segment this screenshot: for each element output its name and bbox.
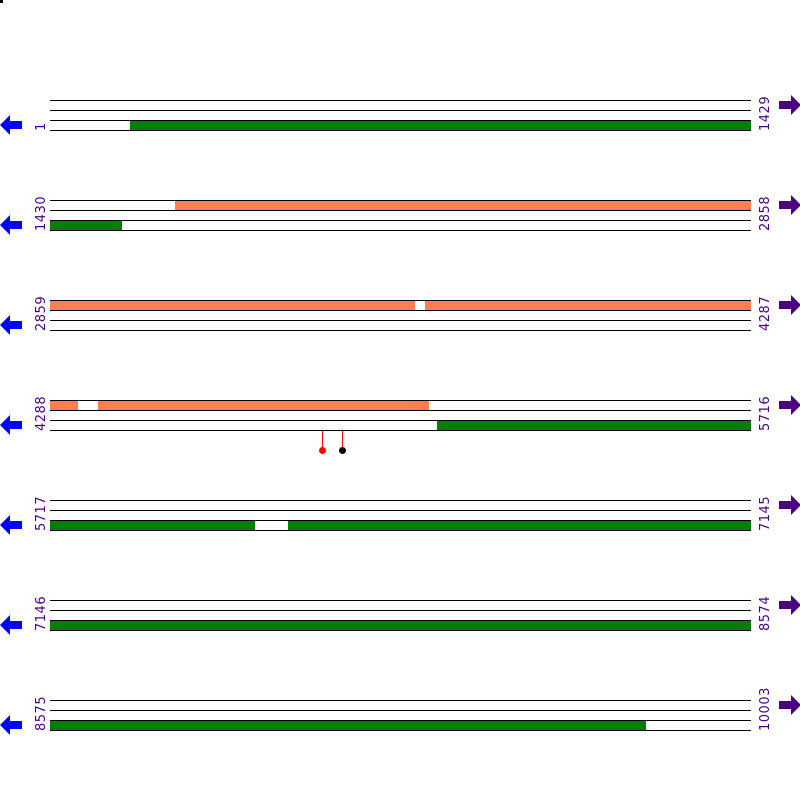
end-position-label: 8574 [758, 595, 773, 631]
reverse-feature[interactable] [50, 721, 646, 730]
arrow-left-icon[interactable] [0, 115, 22, 135]
arrow-left-icon[interactable] [0, 515, 22, 535]
arrow-right-icon[interactable] [779, 695, 800, 715]
forward-feature[interactable] [175, 201, 751, 210]
arrow-left-icon[interactable] [0, 315, 22, 335]
end-position-label: 2858 [758, 195, 773, 231]
reverse-track [50, 120, 751, 131]
forward-track [50, 500, 751, 511]
reverse-feature[interactable] [50, 621, 751, 630]
forward-track [50, 600, 751, 611]
arrow-left-icon[interactable] [0, 715, 22, 735]
end-position-label: 4287 [758, 295, 773, 331]
reverse-feature[interactable] [437, 421, 751, 430]
reverse-track [50, 420, 751, 431]
start-position-label: 5717 [34, 495, 49, 531]
arrow-right-icon[interactable] [779, 395, 800, 415]
forward-track [50, 200, 751, 211]
arrow-right-icon[interactable] [779, 495, 800, 515]
end-position-label: 1429 [758, 95, 773, 131]
end-position-label: 10003 [758, 687, 773, 731]
start-position-label: 7146 [34, 595, 49, 631]
reverse-track [50, 620, 751, 631]
reverse-track [50, 320, 751, 331]
reverse-feature[interactable] [50, 221, 122, 230]
end-position-label: 7145 [758, 495, 773, 531]
arrow-right-icon[interactable] [779, 95, 800, 115]
forward-track [50, 700, 751, 711]
reverse-feature[interactable] [50, 521, 255, 530]
arrow-left-icon[interactable] [0, 615, 22, 635]
start-position-label: 1 [34, 122, 49, 131]
forward-feature[interactable] [50, 401, 78, 410]
reverse-feature[interactable] [130, 121, 751, 130]
site-marker-dot[interactable] [339, 447, 346, 454]
end-position-label: 5716 [758, 395, 773, 431]
reverse-track [50, 720, 751, 731]
forward-track [50, 100, 751, 111]
start-position-label: 1430 [34, 195, 49, 231]
reverse-track [50, 520, 751, 531]
arrow-right-icon[interactable] [779, 195, 800, 215]
start-position-label: 2859 [34, 295, 49, 331]
arrow-right-icon[interactable] [779, 295, 800, 315]
start-position-label: 4288 [34, 395, 49, 431]
forward-feature[interactable] [98, 401, 429, 410]
site-marker-line [322, 431, 323, 450]
arrow-left-icon[interactable] [0, 215, 22, 235]
arrow-left-icon[interactable] [0, 415, 22, 435]
corner-mark [0, 0, 3, 3]
start-position-label: 8575 [34, 695, 49, 731]
arrow-right-icon[interactable] [779, 595, 800, 615]
forward-track [50, 400, 751, 411]
forward-feature[interactable] [50, 301, 415, 310]
reverse-track [50, 220, 751, 231]
forward-feature[interactable] [425, 301, 751, 310]
site-marker-line [342, 431, 343, 450]
reverse-feature[interactable] [288, 521, 751, 530]
forward-track [50, 300, 751, 311]
site-marker-dot[interactable] [319, 447, 326, 454]
